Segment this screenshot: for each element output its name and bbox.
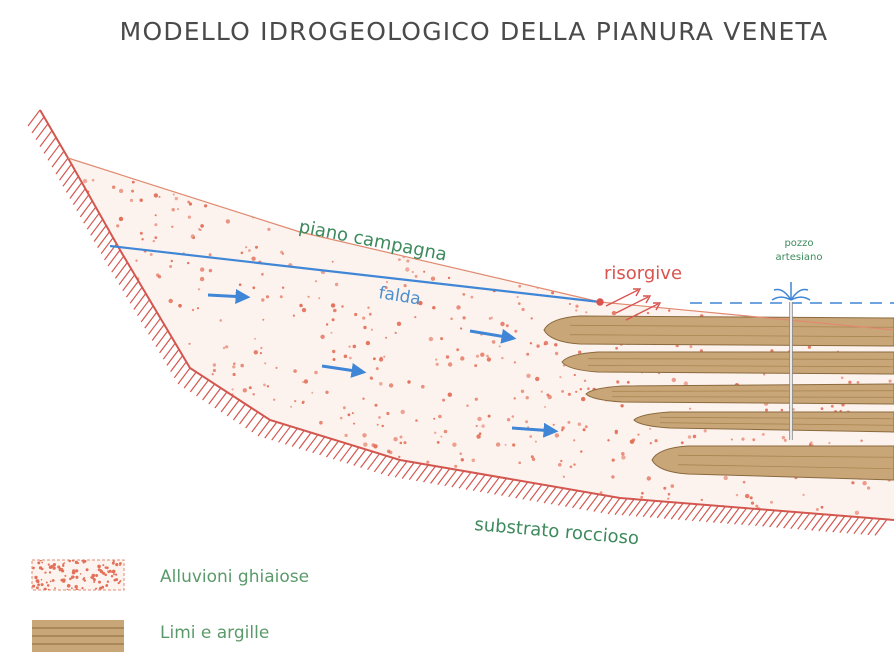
- springs-icon: [596, 288, 662, 321]
- flow-arrow-icon: [511, 422, 559, 438]
- flow-arrow-icon: [207, 288, 251, 304]
- bedrock-boundary: [39, 109, 894, 521]
- flow-arrow-icon: [321, 363, 367, 378]
- flow-arrow-icon: [469, 328, 517, 344]
- artesian-well-icon: [771, 282, 811, 440]
- water-table-line: [109, 244, 601, 304]
- bedrock-hatching: [27, 109, 888, 536]
- legend-gravel-swatch: [31, 559, 125, 591]
- artesian-well-label-line2: artesiano: [776, 252, 823, 263]
- ground-surface-line: [67, 157, 894, 331]
- bedrock-label: substrato roccioso: [474, 514, 640, 549]
- legend-clay-label: Limi e argille: [160, 623, 269, 643]
- gravel-alluvium-body: [68, 158, 894, 520]
- groundwater-flow-arrows: [207, 288, 559, 438]
- diagram-title: MODELLO IDROGEOLOGICO DELLA PIANURA VENE…: [120, 17, 829, 46]
- clay-silt-lenses: [543, 315, 894, 481]
- legend-clay-swatch: [32, 620, 124, 652]
- legend: Alluvioni ghiaiose Limi e argille: [31, 559, 309, 652]
- artesian-well-label-line1: pozzo: [784, 238, 813, 249]
- springs-label: risorgive: [604, 263, 682, 284]
- legend-gravel-label: Alluvioni ghiaiose: [160, 567, 309, 587]
